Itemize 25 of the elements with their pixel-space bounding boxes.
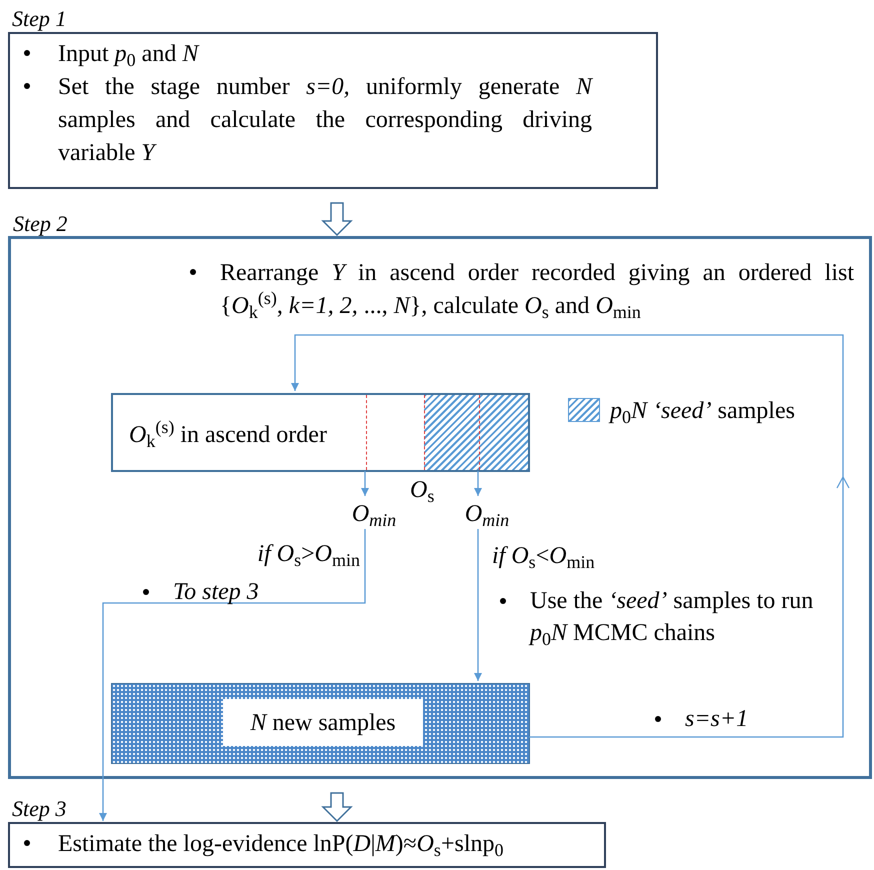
step-text: Input p$_{0}$ and N [58, 40, 200, 71]
threshold-label: O$_{min}$ [457, 498, 517, 530]
note-text: To step 3 [173, 578, 260, 607]
samples-text: N new samples [223, 699, 423, 746]
step-heading: Step 1 [12, 5, 66, 33]
arrow [291, 334, 850, 738]
samples-box [111, 683, 530, 764]
block-arrow [321, 202, 353, 236]
block-arrow [321, 792, 353, 822]
step-heading: Step 2 [13, 210, 68, 238]
arrow [361, 471, 369, 496]
arrow [99, 529, 366, 821]
step-text: Set the stage number s=0, uniformly generate N samples and calculate the corresponding driving variable Y [58, 73, 592, 168]
legend-text: p$_{0}$N ‘seed’ samples [610, 397, 795, 428]
ordered-list-bar [111, 393, 530, 472]
threshold-label: O$_{min}$ [344, 498, 404, 530]
step-text: Rearrange Y in ascend order recorded giving an ordered list {O$_{k}$$^{(s)}$, k=1, 2, ..., N}, calculate O$_{s}$ and O$_{min}$ [220, 259, 854, 323]
list-text: O$_{k}$$^{(s)}$ in ascend order [129, 417, 327, 452]
step-text: Estimate the log-evidence lnP(D|M)≈O$_{s}$+slnp$_{0}$ [58, 830, 504, 861]
arrow [474, 471, 482, 496]
threshold-label: O$_{s}$ [410, 476, 436, 506]
step-heading: Step 3 [12, 795, 66, 823]
note-text: Use the ‘seed’ samples to run p$_{0}$N MCMC chains [530, 587, 814, 649]
arrow [474, 529, 482, 681]
note-text: s=s+1 [685, 705, 750, 734]
